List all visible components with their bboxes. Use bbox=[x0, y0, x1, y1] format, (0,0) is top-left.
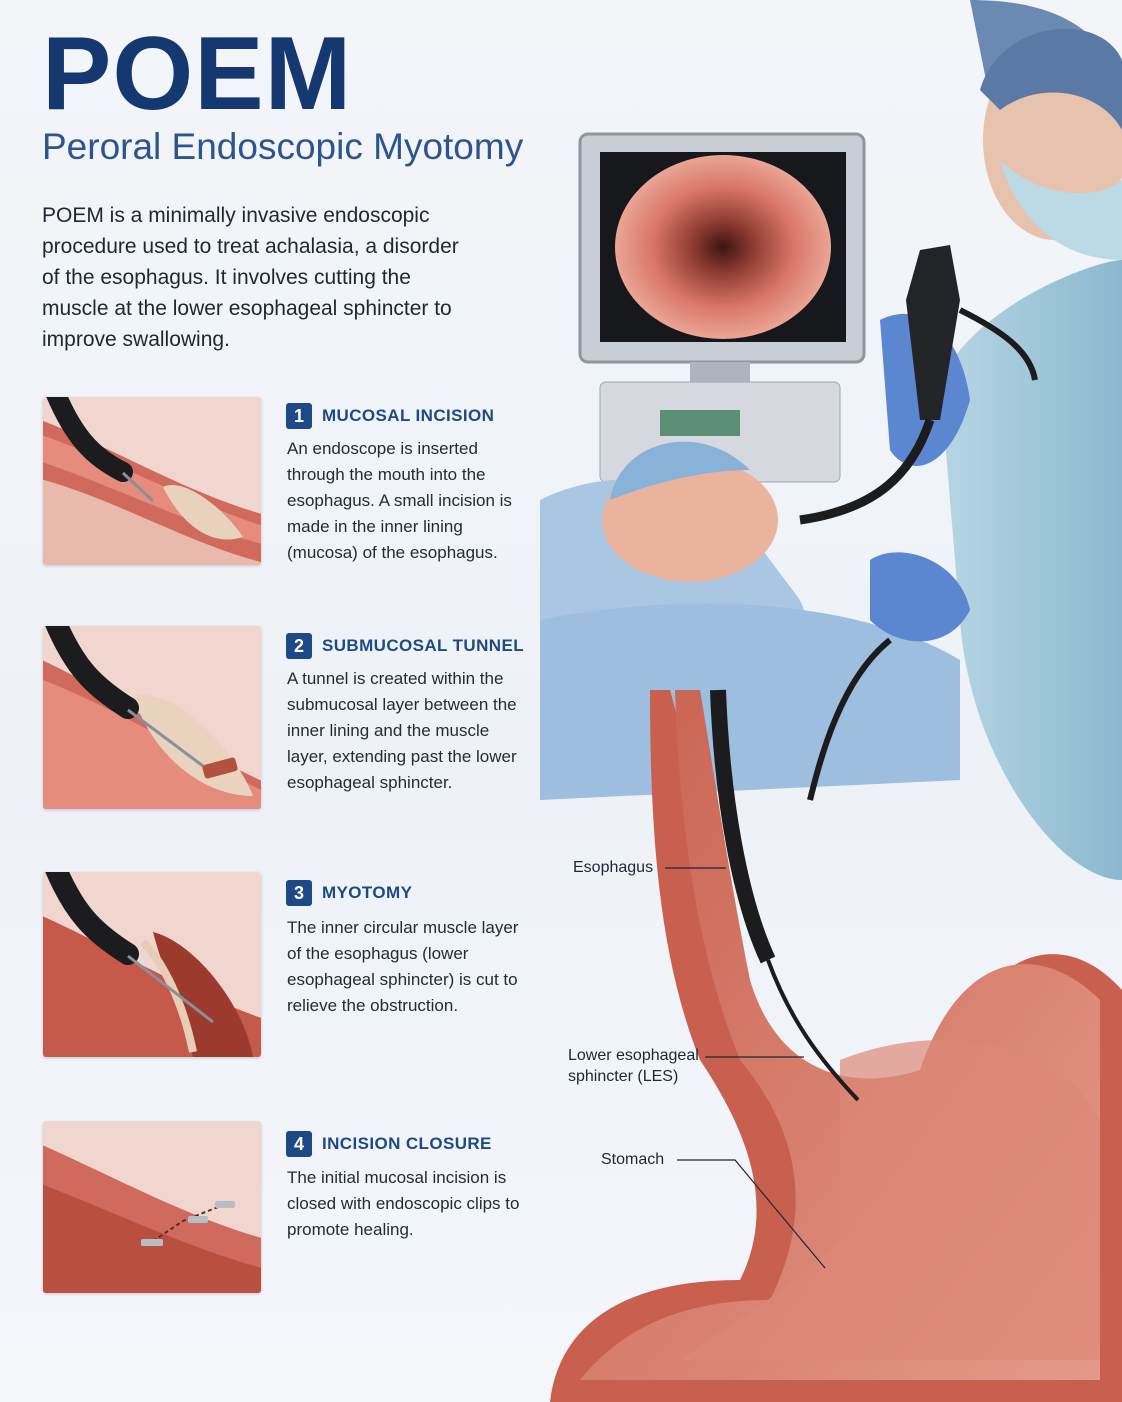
step-4-title: INCISION CLOSURE bbox=[322, 1134, 492, 1153]
step-2-illustration bbox=[43, 626, 261, 809]
les-label: Lower esophageal sphincter (LES) bbox=[568, 1045, 699, 1087]
les-label-line1: Lower esophageal bbox=[568, 1047, 699, 1064]
step-2-heading: 2 SUBMUCOSAL TUNNEL bbox=[286, 633, 524, 659]
step-1-illustration bbox=[43, 397, 261, 565]
step-1-title: MUCOSAL INCISION bbox=[322, 406, 495, 425]
step-2-number: 2 bbox=[286, 633, 312, 659]
endoscope bbox=[799, 245, 1038, 801]
step-1-heading: 1 MUCOSAL INCISION bbox=[286, 403, 494, 429]
step-4-description: The initial mucosal incision is closed w… bbox=[287, 1168, 520, 1239]
clip-icon bbox=[141, 1201, 235, 1246]
step-3-number: 3 bbox=[286, 880, 312, 906]
page-title: POEM bbox=[42, 16, 353, 132]
les-label-line2: sphincter (LES) bbox=[568, 1068, 679, 1085]
step-3-illustration bbox=[43, 872, 261, 1057]
page-subtitle: Peroral Endoscopic Myotomy bbox=[42, 126, 524, 167]
stomach-label: Stomach bbox=[601, 1151, 665, 1168]
stomach-leader-line bbox=[677, 1159, 826, 1269]
step-2-title: SUBMUCOSAL TUNNEL bbox=[322, 636, 524, 655]
step-3-description: The inner circular muscle layer of the e… bbox=[287, 918, 519, 1015]
monitor bbox=[578, 132, 866, 483]
step-3-title: MYOTOMY bbox=[322, 883, 413, 902]
procedure-illustration bbox=[540, 0, 1122, 1402]
step-4-illustration bbox=[43, 1121, 261, 1293]
step-2-description: A tunnel is created within the submucosa… bbox=[287, 669, 517, 792]
patient bbox=[540, 441, 960, 800]
step-4-number: 4 bbox=[286, 1131, 312, 1157]
step-3-heading: 3 MYOTOMY bbox=[286, 880, 412, 906]
step-1-number: 1 bbox=[286, 403, 312, 429]
intro-paragraph: POEM is a minimally invasive endoscopic … bbox=[42, 204, 459, 351]
physician bbox=[870, 0, 1122, 880]
step-4-heading: 4 INCISION CLOSURE bbox=[286, 1131, 492, 1157]
step-1-description: An endoscope is inserted through the mou… bbox=[287, 439, 512, 562]
esophagus-label: Esophagus bbox=[573, 859, 654, 876]
